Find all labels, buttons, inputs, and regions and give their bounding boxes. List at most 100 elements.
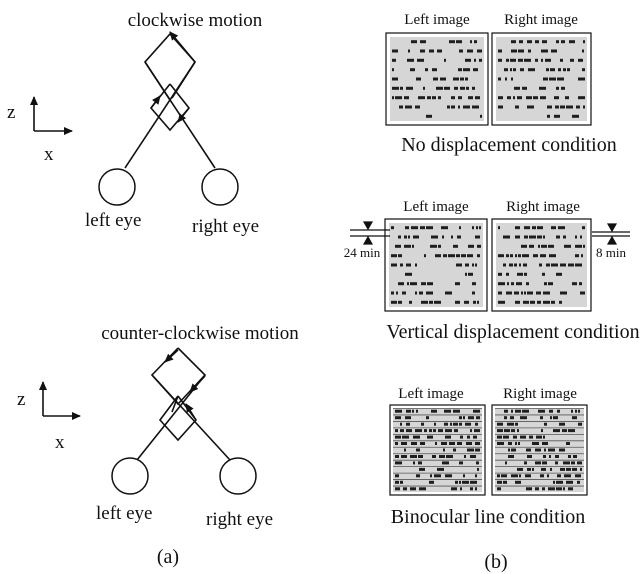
stimulus-dot: [410, 455, 417, 458]
stimulus-dot: [515, 480, 521, 484]
stimulus-dot: [542, 461, 547, 465]
stimulus-dot: [519, 40, 523, 44]
stimulus-dot: [511, 448, 516, 452]
stimulus-dot: [453, 77, 459, 81]
stimulus-dot: [543, 291, 550, 295]
stimulus-dot: [463, 105, 470, 109]
stimulus-dot: [475, 448, 480, 452]
stimulus-dot: [519, 474, 521, 478]
stimulus-dot: [441, 442, 447, 445]
stimulus-dot: [551, 226, 556, 230]
stimulus-dot: [445, 474, 452, 478]
stimulus-dot: [549, 254, 556, 258]
stimulus-dot: [476, 226, 478, 230]
stimulus-dot: [418, 96, 425, 100]
stimulus-dot: [498, 300, 505, 304]
stimulus-dot: [395, 455, 399, 458]
stimulus-dot: [504, 409, 508, 413]
stimulus-dot: [434, 300, 441, 304]
stimulus-dot: [560, 105, 565, 109]
stimulus-dot: [455, 282, 460, 286]
stimulus-dot: [415, 291, 417, 295]
right-offset-label: 8 min: [596, 245, 626, 260]
stimulus-dot: [558, 226, 565, 230]
stimulus-dot: [477, 254, 480, 258]
axes-icon: [30, 96, 73, 135]
stimulus-dot: [527, 455, 532, 458]
stimulus-dot: [435, 254, 441, 258]
stimulus-dot: [497, 429, 503, 433]
stimulus-dot: [550, 467, 552, 471]
stimulus-dot: [510, 68, 512, 72]
stimulus-dot: [475, 235, 480, 239]
stimulus-dot: [391, 291, 394, 295]
stimulus-dot: [509, 263, 513, 267]
stimulus-dot: [583, 40, 585, 44]
stimulus-dot: [444, 86, 450, 90]
stimulus-dot: [511, 474, 518, 478]
stimulus-dot: [464, 455, 466, 458]
stimulus-dot: [522, 86, 527, 90]
stimulus-dot: [539, 86, 546, 90]
stimulus-dot: [419, 487, 426, 491]
stimulus-dot: [446, 455, 453, 458]
clockwise-diagram: clockwise motion z x: [7, 10, 263, 237]
stimulus-dot: [402, 435, 409, 439]
stimulus-dot: [473, 409, 480, 413]
stimulus-dot: [498, 105, 503, 109]
counter-clockwise-motion-path: [150, 347, 207, 442]
stimulus-dot: [468, 272, 473, 276]
stimulus-dot: [458, 105, 460, 109]
stimulus-dot: [540, 474, 544, 478]
stimulus-dot: [541, 244, 547, 248]
stimulus-dot: [514, 263, 517, 267]
stimulus-dot: [514, 291, 519, 295]
stimulus-dot: [497, 435, 502, 439]
stimulus-dot: [432, 96, 436, 100]
stimulus-dot: [521, 291, 523, 295]
stimulus-dot: [498, 226, 500, 230]
stimulus-dot: [551, 263, 558, 267]
stimulus-dot: [444, 422, 448, 426]
stimulus-dot: [553, 429, 560, 433]
left-offset-marker: [350, 221, 390, 245]
stimulus-dot: [405, 105, 412, 109]
right-offset-marker: [592, 223, 630, 245]
stimulus-dot: [571, 461, 575, 465]
stimulus-dot: [568, 455, 571, 458]
stimulus-dot: [508, 448, 510, 452]
stimulus-dot: [543, 77, 548, 81]
stimulus-dot: [583, 244, 585, 248]
stimulus-dot: [557, 474, 561, 478]
stimulus-dot: [540, 416, 543, 420]
stimulus-dot: [524, 291, 526, 295]
stimulus-dot: [406, 409, 411, 413]
stimulus-dot: [391, 254, 397, 258]
stimulus-dot: [416, 448, 420, 452]
stimulus-dot: [445, 429, 452, 433]
stimulus-dot: [410, 487, 416, 491]
stimulus-dot: [572, 416, 577, 420]
stimulus-dot: [537, 235, 542, 239]
stimulus-dot: [432, 455, 436, 458]
stimulus-dot: [517, 272, 523, 276]
stimulus-dot: [470, 480, 477, 484]
stimulus-dot: [564, 244, 571, 248]
stimulus-dot: [542, 272, 545, 276]
stimulus-dot: [459, 226, 461, 230]
stimulus-dot: [511, 409, 513, 413]
stimulus-dot: [392, 68, 394, 72]
stimulus-dot: [475, 474, 477, 478]
stimulus-dot: [515, 226, 520, 230]
stimulus-dot: [561, 86, 565, 90]
stimulus-dot: [561, 40, 565, 44]
stimulus-dot: [451, 487, 457, 491]
stimulus-dot: [395, 461, 402, 465]
stimulus-dot: [543, 300, 550, 304]
stimulus-texture: [498, 226, 585, 304]
stimulus-dot: [540, 254, 546, 258]
stimulus-dot: [572, 467, 577, 471]
stimulus-dot: [420, 226, 425, 230]
stimulus-dot: [479, 58, 482, 62]
stimulus-dot: [405, 226, 409, 230]
